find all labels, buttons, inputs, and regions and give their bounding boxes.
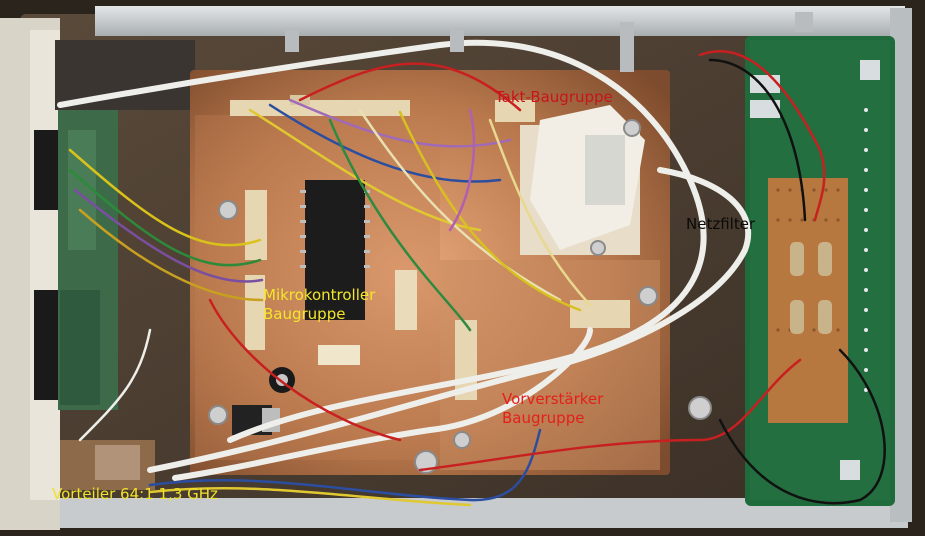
header-top bbox=[230, 100, 410, 116]
header-takt bbox=[495, 100, 535, 122]
microcontroller-chip bbox=[305, 180, 365, 320]
header-vorv bbox=[570, 300, 630, 328]
cable-white-2 bbox=[147, 167, 752, 473]
header-small bbox=[318, 345, 360, 365]
enclosure-top-wall bbox=[95, 6, 905, 36]
header-left bbox=[245, 190, 267, 260]
header-right bbox=[395, 270, 417, 330]
perfboard bbox=[768, 178, 848, 423]
enclosure-right-wall bbox=[890, 8, 912, 522]
cable-white-3 bbox=[172, 327, 593, 481]
